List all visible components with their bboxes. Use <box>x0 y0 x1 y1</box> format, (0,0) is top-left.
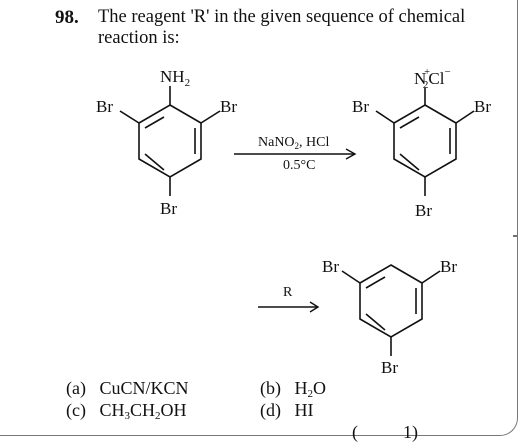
br-label: Br <box>96 97 113 116</box>
option-text: H2O <box>294 378 327 400</box>
option-text: CH3CH2OH <box>99 400 187 422</box>
question-number: 98. <box>55 7 79 28</box>
reaction-arrow <box>234 148 357 160</box>
diazonium-group-label: N+2Cl− <box>414 66 451 91</box>
option-label: (c) <box>66 400 86 420</box>
question-text: The reagent 'R' in the given sequence of… <box>98 7 466 48</box>
tribromobenzene-structure <box>341 264 441 356</box>
br-label: Br <box>474 97 491 116</box>
reaction-arrow <box>258 301 320 313</box>
condition-label: 0.5°C <box>283 158 315 173</box>
option-a[interactable]: (a) CuCN/KCN <box>66 378 189 399</box>
option-d[interactable]: (d) HI <box>260 400 314 421</box>
br-label: Br <box>440 257 457 276</box>
option-c[interactable]: (c) CH3CH2OH <box>66 400 187 422</box>
option-text: HI <box>294 400 314 420</box>
br-label: Br <box>220 97 237 116</box>
reagent-r-label: R <box>283 285 293 300</box>
br-label: Br <box>381 358 398 377</box>
option-b[interactable]: (b) H2O <box>260 378 326 400</box>
diazonium-salt-structure <box>375 88 475 196</box>
br-label: Br <box>322 257 339 276</box>
option-label: (b) <box>260 378 281 398</box>
br-label: Br <box>352 97 369 116</box>
amino-group-label: NH2 <box>160 67 190 89</box>
reagent-label: NaNO2, HCl <box>258 135 329 151</box>
br-label: Br <box>160 199 177 218</box>
tribromoaniline-structure <box>119 86 221 196</box>
br-label: Br <box>415 201 432 220</box>
footer-fragment: ( 1) <box>352 422 418 442</box>
option-label: (d) <box>260 400 281 420</box>
option-label: (a) <box>66 378 86 398</box>
option-text: CuCN/KCN <box>99 378 189 398</box>
